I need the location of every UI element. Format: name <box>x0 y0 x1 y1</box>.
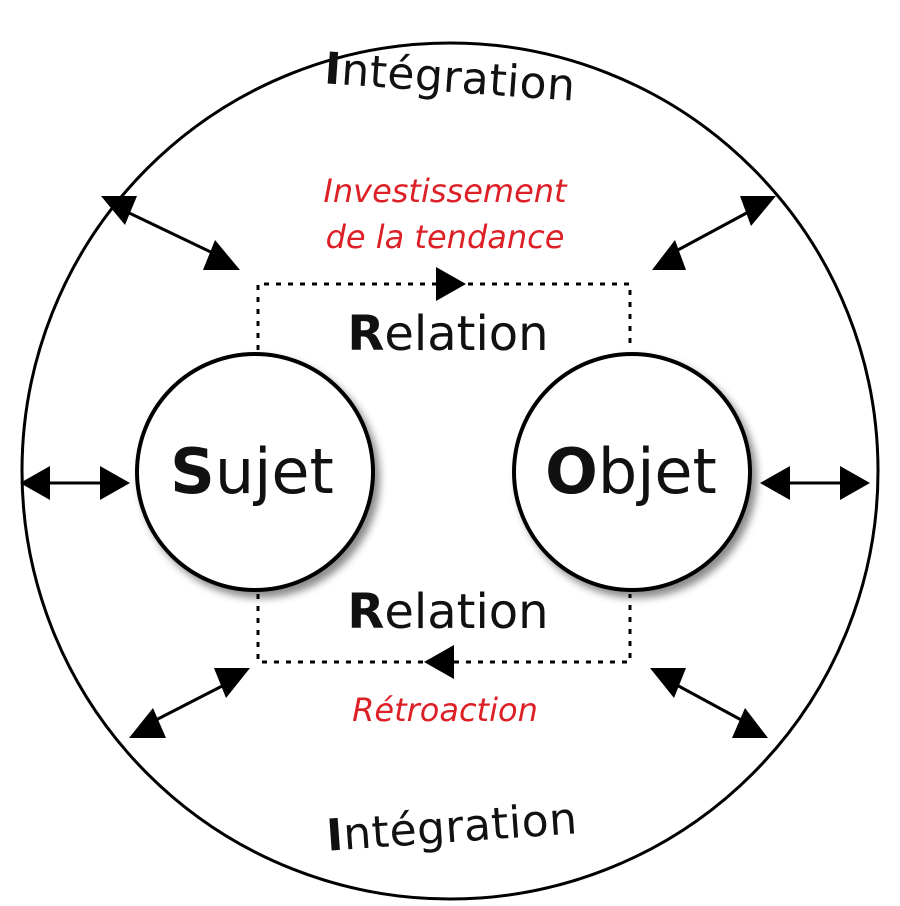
sujet-circle <box>135 352 375 592</box>
relation-top-initial: R <box>347 306 385 362</box>
investissement-label-line1: Investissement <box>323 172 567 210</box>
arrow-left <box>20 466 130 500</box>
arrow-lower-left <box>129 668 250 738</box>
relation-bottom-label: Relation <box>347 588 548 636</box>
sujet-initial: S <box>170 435 215 508</box>
investissement-label-line2: de la tendance <box>325 218 565 256</box>
sujet-label: Sujet <box>170 441 334 503</box>
retroaction-label: Rétroaction <box>352 691 538 729</box>
arrow-upper-left <box>101 196 240 270</box>
outer-integration-circle <box>20 41 880 901</box>
arrow-lower-right <box>650 668 768 738</box>
objet-label: Objet <box>545 441 717 503</box>
objet-circle <box>512 352 752 592</box>
relation-top-label: Relation <box>347 310 548 358</box>
retroaction-flow-arrowhead <box>424 645 454 679</box>
objet-rest: bjet <box>597 435 717 508</box>
relation-top-rest: elation <box>384 306 549 362</box>
arrow-right <box>760 466 870 500</box>
relation-bottom-initial: R <box>347 584 385 640</box>
sujet-rest: ujet <box>214 435 334 508</box>
relation-bottom-rest: elation <box>384 584 549 640</box>
objet-initial: O <box>545 435 598 508</box>
arrow-upper-right <box>652 196 776 270</box>
investissement-flow-arrowhead <box>436 267 466 301</box>
